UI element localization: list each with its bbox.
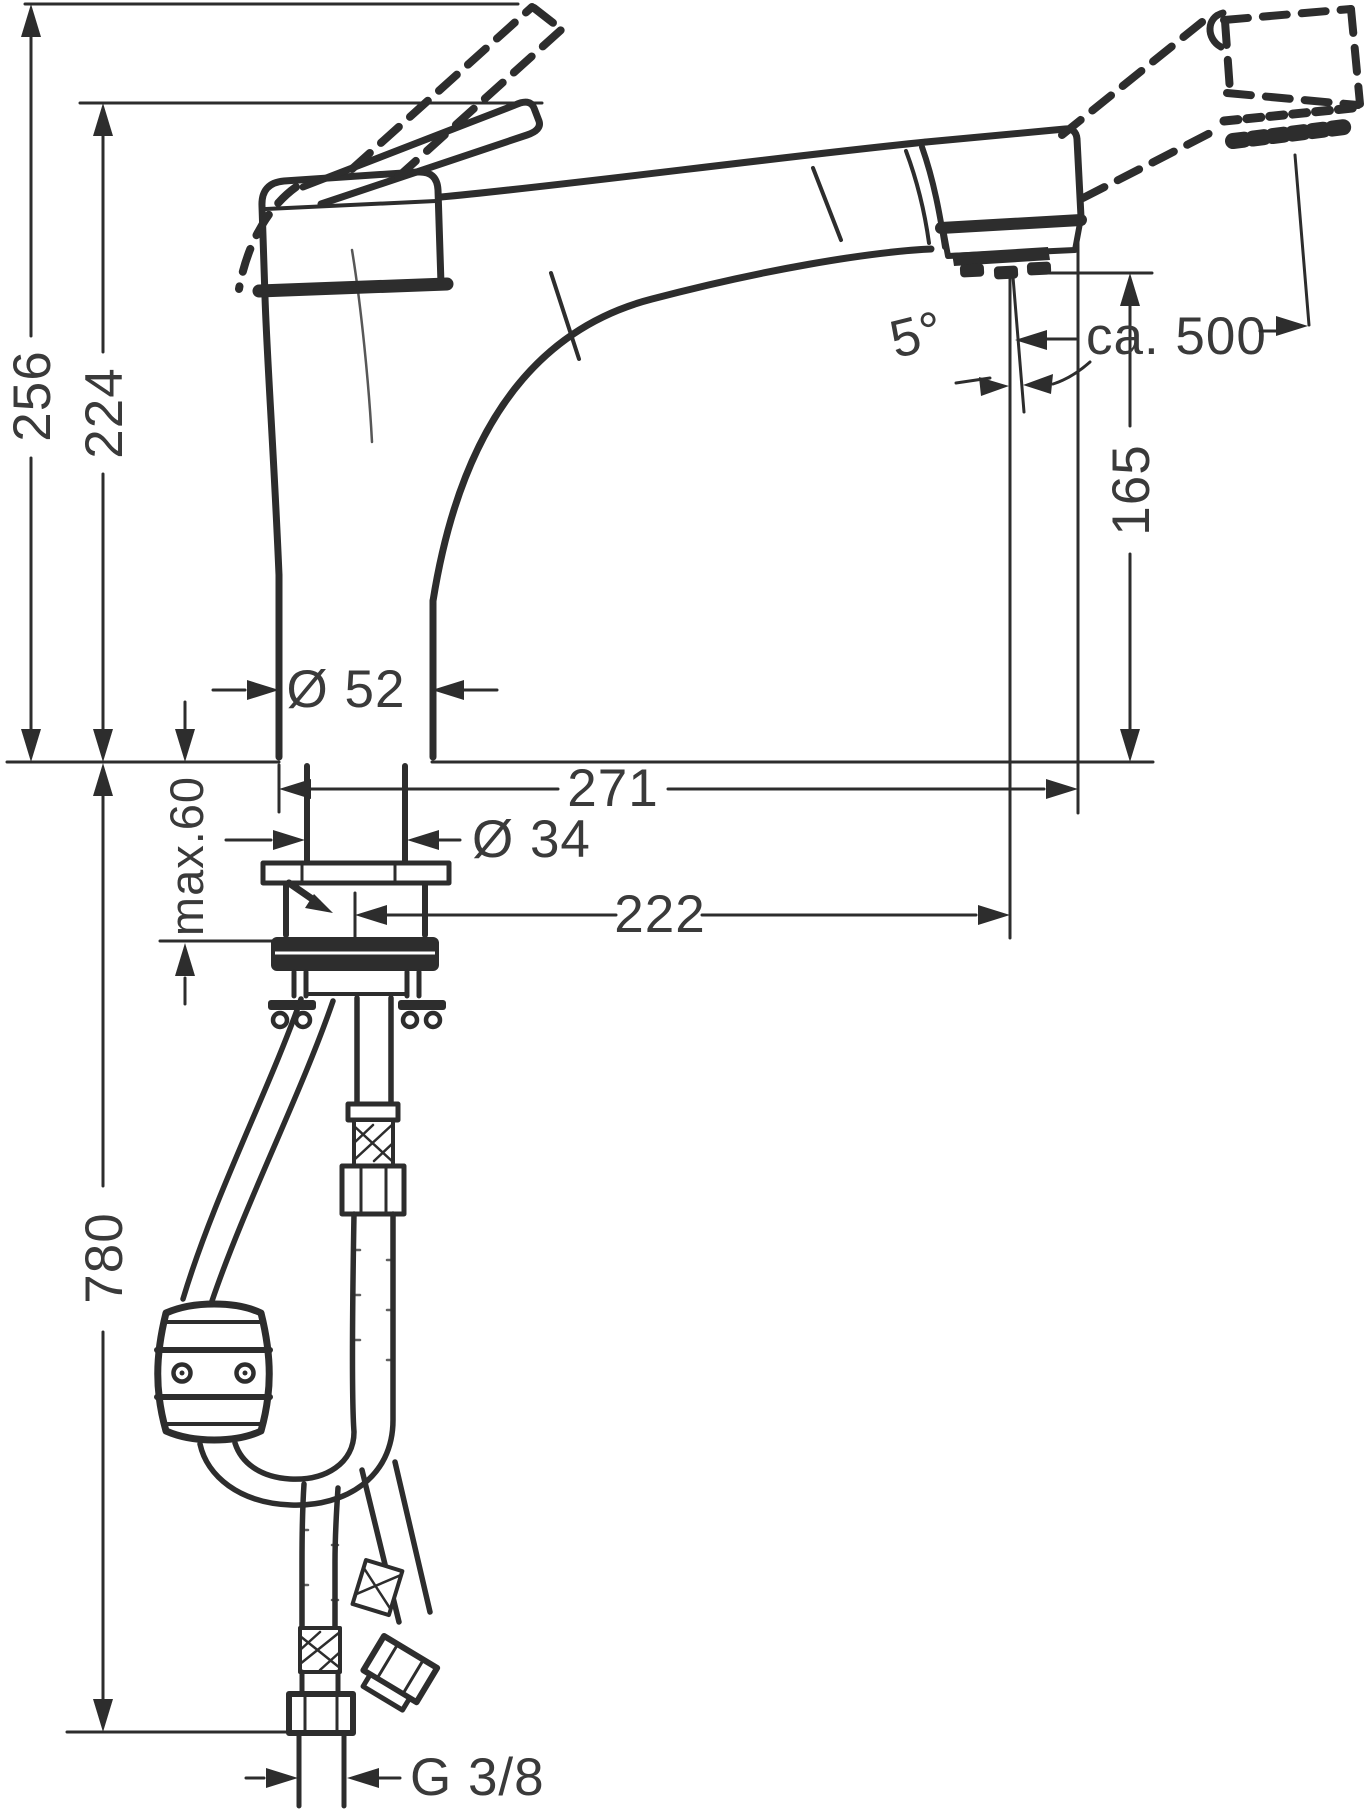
- dim-connection-thread: G 3/8: [244, 1748, 545, 1807]
- dim-handle-height-label: 224: [75, 367, 134, 458]
- dim-pullout-extension-label: ca. 500: [1086, 307, 1267, 366]
- aerator: [952, 247, 1050, 266]
- dim-connection-thread-label: G 3/8: [410, 1748, 545, 1807]
- dim-outlet-reach: 222: [355, 885, 1010, 944]
- spray-head: [904, 125, 1087, 280]
- dim-spray-angle-label: 5°: [884, 300, 949, 370]
- dim-max-counter: max.60: [160, 700, 213, 1006]
- dim-spray-angle: 5°: [884, 300, 1092, 396]
- under-counter-assembly: [260, 763, 452, 1030]
- faucet-handle: [299, 98, 543, 208]
- dim-handle-height: 224: [75, 103, 134, 762]
- hoses: [180, 995, 441, 1809]
- hose-weight: [154, 1300, 273, 1444]
- dim-max-counter-label: max.60: [160, 776, 213, 936]
- dim-spout-reach: 271: [279, 759, 1078, 818]
- dim-hole-diameter: Ø 34: [224, 810, 591, 869]
- pullout-head-dashed: [1206, 5, 1364, 149]
- dim-spout-height: 165: [1102, 273, 1161, 762]
- faucet-body-outline: [252, 138, 935, 761]
- body-seam-band: [252, 277, 454, 298]
- dim-hose-length: 780: [75, 763, 134, 1732]
- dim-spout-reach-label: 271: [567, 759, 658, 818]
- dim-body-diameter-label: Ø 52: [287, 660, 406, 719]
- dim-outlet-reach-label: 222: [614, 885, 705, 944]
- dim-spout-height-label: 165: [1102, 444, 1161, 535]
- dim-overall-height: 256: [3, 4, 62, 762]
- dim-hose-length-label: 780: [75, 1212, 134, 1303]
- dim-overall-height-label: 256: [3, 350, 62, 441]
- dim-body-diameter: Ø 52: [211, 660, 499, 719]
- dim-hole-diameter-label: Ø 34: [472, 810, 591, 869]
- pullout-hose-dashed: [1058, 14, 1222, 202]
- dim-pullout-extension: ca. 500: [1015, 307, 1308, 366]
- extension-lines: [5, 2, 1311, 1734]
- handle-range-dashed: [235, 3, 565, 293]
- spout-underside: [429, 245, 935, 605]
- spout-top: [437, 138, 930, 201]
